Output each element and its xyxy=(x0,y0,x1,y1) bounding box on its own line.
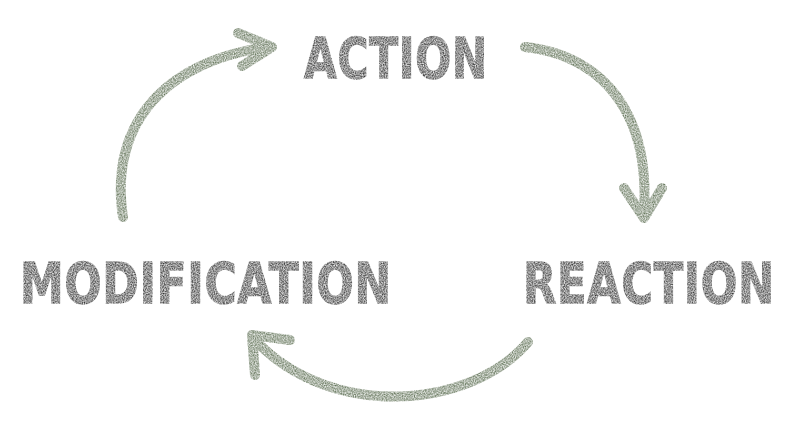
arrow-reaction-to-modification xyxy=(247,330,533,402)
node-reaction: REACTION xyxy=(523,252,775,317)
cycle-labels: ACTION REACTION MODIFICATION xyxy=(19,26,775,318)
arrow-shaft xyxy=(520,42,650,215)
node-modification: MODIFICATION xyxy=(20,252,392,317)
arrow-action-to-reaction xyxy=(520,42,667,223)
arrow-shaft xyxy=(115,42,273,222)
cycle-arrows xyxy=(115,28,667,402)
arrow-head xyxy=(619,183,667,223)
arrow-head xyxy=(247,330,295,380)
arrow-shaft xyxy=(250,335,533,402)
arrow-modification-to-action xyxy=(115,28,277,222)
arrow-head xyxy=(233,28,277,71)
node-action: ACTION xyxy=(304,27,488,92)
